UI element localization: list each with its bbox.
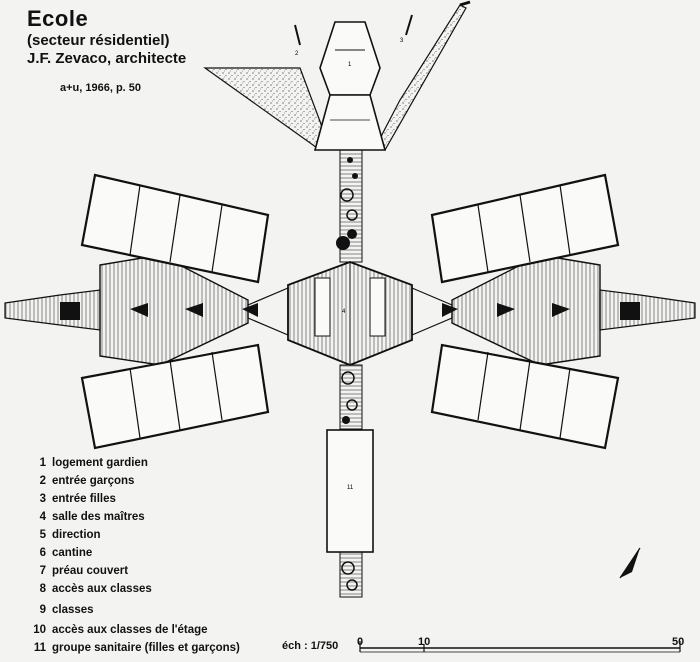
scale-label: éch : 1/750 (282, 640, 339, 652)
teachers-room-mark: 4 (342, 309, 346, 315)
central-walkway-south (339, 364, 363, 430)
guardian-house: 1 2 3 (203, 0, 471, 151)
scale-bar (359, 641, 681, 653)
north-arrow-icon (619, 547, 641, 579)
source-reference: a+u, 1966, p. 50 (60, 82, 142, 94)
entry-girls-mark: 3 (400, 38, 404, 44)
architect-credit: J.F. Zevaco, architecte (27, 50, 187, 67)
central-pavilion: 4 (287, 261, 413, 366)
scale-tick-0: 0 (357, 636, 364, 648)
left-wing (4, 173, 270, 450)
right-wing (430, 173, 696, 450)
house-number-label: 1 (348, 62, 352, 68)
sanitary-mark: 11 (347, 485, 354, 491)
sanitary-block: 11 (326, 429, 374, 598)
entry-boys-mark: 2 (295, 51, 299, 57)
scale-tick-50: 50 (672, 636, 685, 648)
scale-tick-10: 10 (418, 636, 431, 648)
page-title: Ecole (27, 6, 89, 31)
central-walkway-north (336, 149, 363, 263)
page-subtitle: (secteur résidentiel) (27, 32, 170, 49)
